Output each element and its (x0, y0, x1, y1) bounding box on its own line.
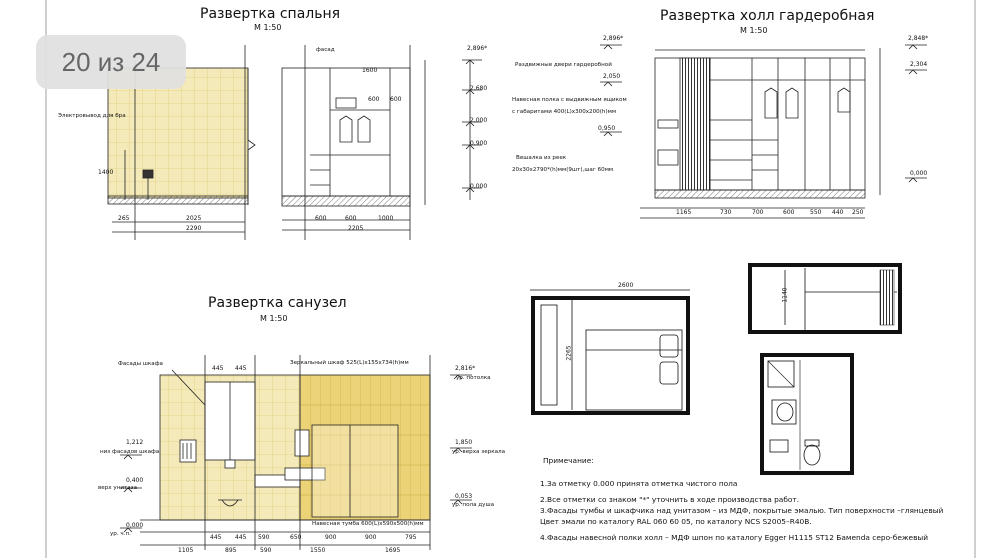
bath-dim: 650 (290, 534, 302, 541)
bedroom-dim: 600 (390, 96, 402, 103)
bath-dim: 900 (365, 534, 377, 541)
bath-dim: 445 (235, 365, 247, 372)
hall-dim: 600 (783, 209, 795, 216)
hall-dim: 1165 (676, 209, 692, 216)
bath-dim: 445 (212, 365, 224, 372)
bath-level: 0,400 (126, 477, 144, 484)
bath-dim: 1695 (385, 547, 401, 554)
bath-floor-label: ур. ч.п. (110, 531, 131, 537)
bath-vanity-label: Навесная тумба 600(L)х590х500(h)мм (312, 521, 424, 527)
hall-dim: 730 (720, 209, 732, 216)
bedroom-dim: 1000 (378, 215, 394, 222)
hall-title: Развертка холл гардеробная (660, 8, 875, 24)
note-item: Цвет эмали по каталогу RAL 060 60 05, по… (540, 517, 812, 526)
bedroom-level: 0,000 (470, 183, 488, 190)
bedroom-dim: 2205 (348, 225, 364, 232)
hall-level: 2,896* (603, 35, 624, 42)
hall-dim: 250 (852, 209, 864, 216)
bath-facades-label: Фасады шкафа (118, 361, 163, 367)
bath-ceiling-label: ур. потолка (456, 375, 491, 381)
hall-hanger-size: 20х30х2790*(h)мм(9шт),шаг 60мм (512, 167, 614, 173)
page-counter: 20 из 24 (36, 35, 186, 89)
bedroom-title: Развертка спальня (200, 6, 341, 22)
hall-level: 2,050 (603, 73, 621, 80)
bedroom-dim: 265 (118, 215, 130, 222)
bedroom-dim: 1400 (98, 169, 114, 176)
plan-dim: 1140 (781, 287, 789, 303)
note-item: 3.Фасады тумбы и шкафчика над унитазом –… (540, 506, 944, 515)
bath-scale: М 1:50 (260, 314, 288, 323)
bath-level: 2,816* (455, 365, 476, 372)
bath-mirror-top-label: ур. верха зеркала (452, 449, 505, 455)
bath-wc-top-label: верх унитаза (98, 485, 138, 491)
hall-shelf-size: с габаритами 400(L)х300х200(h)мм (512, 109, 617, 115)
bath-dim: 590 (260, 547, 272, 554)
bedroom-level: 2,000 (470, 117, 488, 124)
bath-dim: 445 (210, 534, 222, 541)
bath-level: 0,053 (455, 493, 473, 500)
hall-dim: 700 (752, 209, 764, 216)
hall-doors-label: Раздвижные двери гардеробной (515, 62, 612, 68)
bedroom-dim: 600 (345, 215, 357, 222)
bedroom-dim: 600 (315, 215, 327, 222)
bath-level: 1,212 (126, 439, 144, 446)
bath-dim: 895 (225, 547, 237, 554)
bath-dim: 590 (258, 534, 270, 541)
hall-dim: 440 (832, 209, 844, 216)
hall-level: 2,848* (908, 35, 929, 42)
bath-dim: 795 (405, 534, 417, 541)
plan-dim: 2600 (618, 282, 634, 289)
bedroom-dim: 600 (368, 96, 380, 103)
bath-dim: 900 (325, 534, 337, 541)
bedroom-scale: М 1:50 (254, 23, 282, 32)
hall-hanger-label: Вешалка из реек (516, 155, 567, 161)
bedroom-level: 2,896* (467, 45, 488, 52)
hall-level: 2,304 (910, 61, 928, 68)
note-item: 4.Фасады навесной полки холл – МДФ шпон … (540, 533, 929, 542)
hall-level: 0,950 (598, 125, 616, 132)
bedroom-dim: 2025 (186, 215, 202, 222)
bath-dim: 445 (235, 534, 247, 541)
bath-facades-bottom-label: низ фасадов шкафа (100, 449, 160, 455)
bath-title: Развертка санузел (208, 295, 347, 311)
bedroom-facade-label: фасад (316, 47, 335, 53)
bath-level: 1,850 (455, 439, 473, 446)
hall-dim: 550 (810, 209, 822, 216)
hall-shelf-label: Навесная полка с выдвижным ящиком (512, 97, 627, 103)
notes-heading: Примечание: (543, 456, 594, 465)
note-item: 2.Все отметки со знаком "*" уточнить в х… (540, 495, 800, 504)
bedroom-socket-label: Электровывод для бра (58, 113, 126, 119)
bedroom-dim: 2290 (186, 225, 202, 232)
bath-level: 0,000 (126, 522, 144, 529)
bath-shower-floor-label: ур. пола душа (452, 502, 495, 508)
plan-dim: 2265 (565, 345, 573, 361)
hall-scale: М 1:50 (740, 26, 768, 35)
bedroom-level: 2,680 (470, 85, 488, 92)
bath-dim: 1105 (178, 547, 194, 554)
bath-mirror-label: Зеркальный шкаф 525(L)х155х734(h)мм (290, 360, 409, 366)
bedroom-level: 0,900 (470, 140, 488, 147)
note-item: 1.За отметку 0.000 принята отметка чисто… (540, 479, 738, 488)
hall-level: 0,000 (910, 170, 928, 177)
bath-dim: 1550 (310, 547, 326, 554)
bedroom-dim: 1600 (362, 67, 378, 74)
